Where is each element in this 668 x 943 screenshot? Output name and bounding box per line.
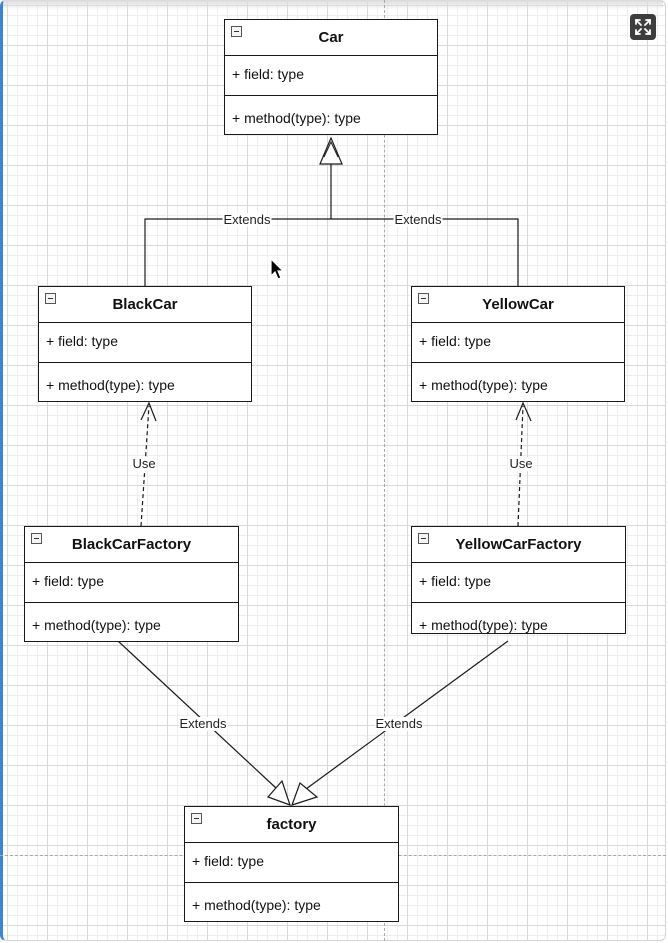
class-yellowcar[interactable]: YellowCar + field: type + method(type): …	[411, 286, 625, 402]
class-method[interactable]: + method(type): type	[419, 617, 548, 633]
edge-label-extends[interactable]: Extends	[374, 716, 424, 731]
edge-label-extends[interactable]: Extends	[222, 212, 272, 227]
class-method[interactable]: + method(type): type	[192, 897, 321, 913]
edge-label-extends[interactable]: Extends	[393, 212, 443, 227]
edge-label-use[interactable]: Use	[131, 456, 157, 471]
class-header[interactable]: factory	[185, 807, 398, 843]
use-connector-black	[140, 405, 150, 527]
collapse-toggle-icon[interactable]	[418, 533, 429, 544]
class-header[interactable]: BlackCar	[39, 287, 251, 323]
class-field[interactable]: + field: type	[39, 323, 251, 363]
collapse-toggle-icon[interactable]	[418, 293, 429, 304]
class-field[interactable]: + field: type	[185, 843, 398, 883]
class-name: BlackCar	[112, 296, 178, 313]
collapse-toggle-icon[interactable]	[191, 813, 202, 824]
class-header[interactable]: Car	[225, 20, 437, 56]
class-method[interactable]: + method(type): type	[232, 110, 361, 126]
generalization-arrow-blackfactory	[266, 779, 291, 806]
collapse-toggle-icon[interactable]	[231, 26, 242, 37]
collapse-toggle-icon[interactable]	[45, 293, 56, 304]
class-method[interactable]: + method(type): type	[32, 617, 161, 633]
edge-label-extends[interactable]: Extends	[178, 716, 228, 731]
class-name: YellowCarFactory	[455, 536, 582, 553]
class-yellowcarfactory[interactable]: YellowCarFactory + field: type + method(…	[411, 526, 626, 634]
class-header[interactable]: BlackCarFactory	[25, 527, 238, 563]
expand-icon	[635, 19, 651, 35]
class-field[interactable]: + field: type	[412, 323, 624, 363]
class-factory[interactable]: factory + field: type + method(type): ty…	[184, 806, 399, 922]
use-arrow-yellow	[515, 401, 532, 422]
generalization-arrow-car	[319, 136, 343, 165]
class-field[interactable]: + field: type	[412, 563, 625, 603]
class-header[interactable]: YellowCarFactory	[412, 527, 625, 563]
class-field[interactable]: + field: type	[225, 56, 437, 96]
extends-connector-yellowfactory	[305, 640, 509, 790]
extends-connector-yellowcar	[331, 218, 519, 286]
canvas-top-shadow	[3, 0, 663, 10]
mouse-pointer-icon	[270, 258, 285, 280]
class-blackcar[interactable]: BlackCar + field: type + method(type): t…	[38, 286, 252, 402]
class-name: Car	[318, 29, 344, 46]
collapse-toggle-icon[interactable]	[31, 533, 42, 544]
generalization-arrow-car-inner	[323, 140, 339, 158]
class-name: factory	[266, 816, 317, 833]
class-name: BlackCarFactory	[71, 536, 192, 553]
extends-connector-blackfactory	[117, 640, 277, 789]
class-header[interactable]: YellowCar	[412, 287, 624, 323]
class-blackcarfactory[interactable]: BlackCarFactory + field: type + method(t…	[24, 526, 239, 642]
class-method[interactable]: + method(type): type	[46, 377, 175, 393]
generalization-arrow-yellowfactory	[291, 781, 319, 806]
class-car[interactable]: Car + field: type + method(type): type	[224, 19, 438, 135]
vertical-guide-line	[384, 0, 385, 941]
use-arrow-black	[140, 401, 157, 422]
use-connector-yellow	[517, 405, 524, 527]
edge-label-use[interactable]: Use	[508, 456, 534, 471]
class-field[interactable]: + field: type	[25, 563, 238, 603]
class-method[interactable]: + method(type): type	[419, 377, 548, 393]
expand-button[interactable]	[630, 14, 656, 40]
class-name: YellowCar	[482, 296, 554, 313]
